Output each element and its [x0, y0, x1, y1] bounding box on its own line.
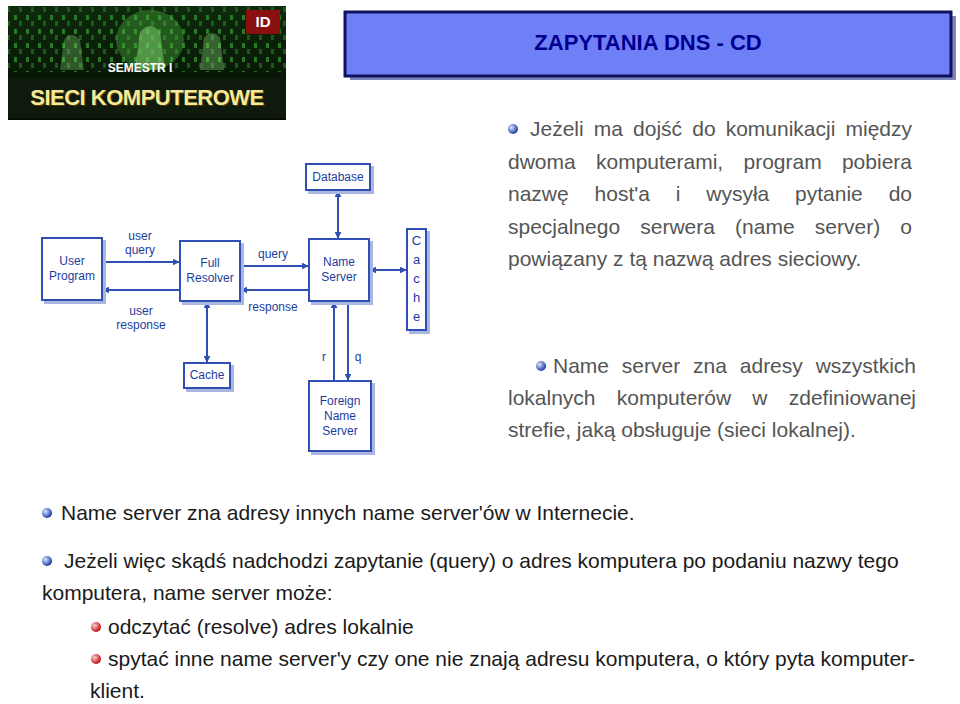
logo-badge: ID [248, 12, 278, 32]
logo-title: SIECI KOMPUTEROWE [10, 83, 284, 113]
edge-label: user query [117, 229, 163, 258]
arrow-connector [347, 302, 349, 380]
arrow-connector [206, 302, 208, 362]
bullet-text: Jeżeli więc skądś nadchodzi zapytanie (q… [42, 545, 922, 609]
sub-bullet-text: spytać inne name server'y czy one nie zn… [90, 643, 925, 704]
server-box: Foreign Name Server [308, 380, 372, 452]
arrow-connector [241, 265, 308, 267]
arrow-connector [103, 261, 179, 263]
logo [8, 6, 286, 120]
edge-label: r [321, 350, 327, 364]
arrow-connector [333, 302, 335, 380]
logo-subtitle: SEMESTR I [70, 60, 210, 76]
database-box: Database [305, 163, 371, 191]
server-box: Name Server [308, 238, 370, 302]
slide-title: ZAPYTANIA DNS - CD [345, 30, 951, 56]
box-label: Database [310, 168, 365, 187]
box-label: Name Server [310, 253, 368, 287]
bullet-text: Name server zna adresy innych name serve… [61, 497, 941, 529]
box-label: Cache [188, 366, 227, 385]
edge-label: response [247, 300, 298, 314]
resolver-box: Full Resolver [179, 240, 241, 302]
box-label: Cache [410, 232, 423, 326]
bullet-text: Name server zna adresy wszystkich lokaln… [508, 350, 916, 446]
box-label: User Program [43, 252, 101, 286]
bullet-text: Jeżeli ma dojść do komunikacji między dw… [508, 113, 912, 276]
box-label: Foreign Name Server [310, 392, 370, 441]
edge-label: query [257, 247, 289, 261]
arrow-connector [337, 191, 339, 238]
program-box: User Program [41, 237, 103, 301]
edge-label: q [354, 350, 363, 364]
sub-bullet-text: odczytać (resolve) adres lokalnie [108, 611, 928, 643]
arrow-connector [370, 269, 406, 271]
title-bar [345, 12, 951, 76]
edge-label: user response [112, 304, 170, 333]
cache-column: Cache [406, 228, 427, 331]
box-label: Full Resolver [181, 254, 239, 288]
cache-box: Cache [183, 362, 231, 389]
arrow-connector [103, 289, 179, 291]
arrow-connector [241, 289, 308, 291]
